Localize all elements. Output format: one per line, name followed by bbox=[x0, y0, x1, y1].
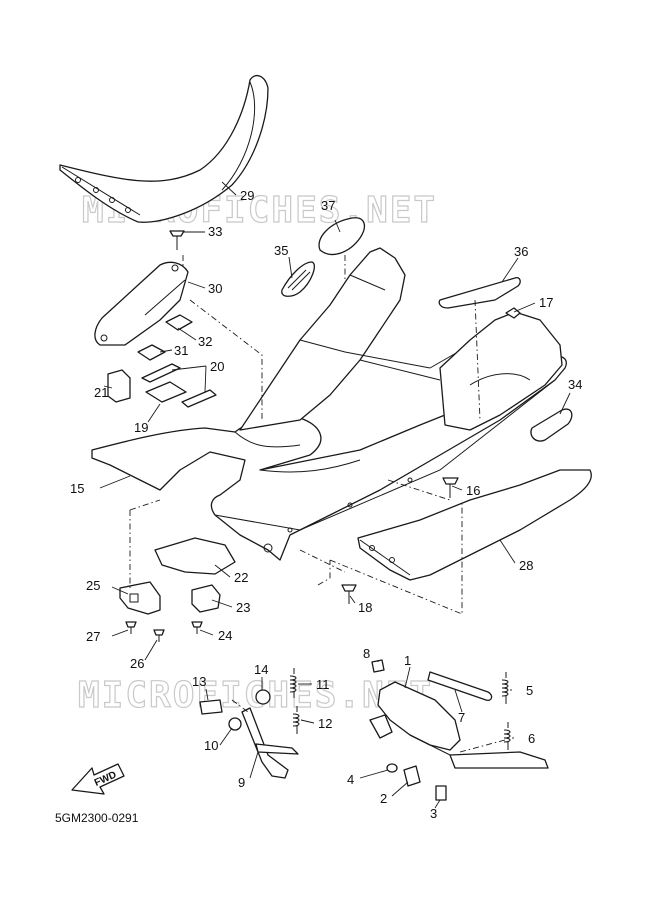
callout-22: 22 bbox=[234, 570, 248, 585]
callout-35: 35 bbox=[274, 243, 288, 258]
callout-28: 28 bbox=[519, 558, 533, 573]
callout-1: 1 bbox=[404, 653, 411, 668]
callout-labels: 29 33 30 32 31 20 19 21 15 37 35 36 17 3… bbox=[70, 188, 582, 821]
callout-18: 18 bbox=[358, 600, 372, 615]
part-20-pad-a[interactable] bbox=[141, 363, 181, 383]
part-36-cover[interactable] bbox=[438, 276, 521, 309]
part-25-hinge[interactable] bbox=[119, 581, 161, 615]
part-14-nut[interactable] bbox=[255, 689, 271, 705]
part-30-bracket[interactable] bbox=[94, 261, 189, 346]
part-1-main-stand[interactable] bbox=[369, 681, 549, 769]
callout-13: 13 bbox=[192, 674, 206, 689]
part-28-lower-cover[interactable] bbox=[357, 469, 592, 581]
callout-27: 27 bbox=[86, 629, 100, 644]
callout-37: 37 bbox=[321, 198, 335, 213]
callout-19: 19 bbox=[134, 420, 148, 435]
callout-25: 25 bbox=[86, 578, 100, 593]
part-31-pad[interactable] bbox=[137, 344, 166, 361]
callout-21: 21 bbox=[94, 385, 108, 400]
part-37-cover[interactable] bbox=[318, 217, 366, 255]
part-18-bolt[interactable] bbox=[341, 584, 357, 604]
part-12-spring[interactable] bbox=[292, 706, 300, 734]
part-5-spring[interactable] bbox=[501, 672, 509, 704]
part-34-reflector[interactable] bbox=[530, 408, 573, 442]
callout-17: 17 bbox=[539, 295, 553, 310]
callout-7: 7 bbox=[458, 710, 465, 725]
part-27-screw[interactable] bbox=[125, 621, 137, 634]
callout-26: 26 bbox=[130, 656, 144, 671]
part-2-collar[interactable] bbox=[403, 765, 421, 787]
callout-30: 30 bbox=[208, 281, 222, 296]
callout-2: 2 bbox=[380, 791, 387, 806]
diagram-code: 5GM2300-0291 bbox=[55, 811, 139, 825]
callout-24: 24 bbox=[218, 628, 232, 643]
callout-12: 12 bbox=[318, 716, 332, 731]
part-35-grille[interactable] bbox=[281, 261, 315, 297]
part-33-screw[interactable] bbox=[169, 230, 185, 250]
callout-6: 6 bbox=[528, 731, 535, 746]
callout-20: 20 bbox=[210, 359, 224, 374]
callout-33: 33 bbox=[208, 224, 222, 239]
callout-36: 36 bbox=[514, 244, 528, 259]
callout-31: 31 bbox=[174, 343, 188, 358]
leader-lines bbox=[99, 181, 571, 809]
part-9-side-stand[interactable] bbox=[241, 707, 299, 779]
callout-10: 10 bbox=[204, 738, 218, 753]
part-24-screw[interactable] bbox=[191, 621, 203, 634]
callout-23: 23 bbox=[236, 600, 250, 615]
watermark-bottom: MICROFICHES.NET bbox=[78, 675, 433, 716]
part-19-pad[interactable] bbox=[145, 381, 187, 403]
part-8-clip[interactable] bbox=[371, 659, 385, 673]
part-3-pin[interactable] bbox=[435, 785, 447, 801]
part-4-washer[interactable] bbox=[386, 763, 398, 773]
part-26-screw[interactable] bbox=[153, 629, 165, 642]
part-22-cover[interactable] bbox=[154, 537, 236, 575]
callout-4: 4 bbox=[347, 772, 354, 787]
part-32-pad[interactable] bbox=[165, 314, 193, 331]
side-panel-right bbox=[439, 311, 563, 431]
callout-5: 5 bbox=[526, 683, 533, 698]
callout-15: 15 bbox=[70, 481, 84, 496]
part-20-pad-b[interactable] bbox=[181, 389, 217, 408]
callout-32: 32 bbox=[198, 334, 212, 349]
callout-3: 3 bbox=[430, 806, 437, 821]
forward-label: FWD bbox=[93, 770, 118, 789]
callout-29: 29 bbox=[240, 188, 254, 203]
callout-16: 16 bbox=[466, 483, 480, 498]
assembly-lines bbox=[129, 255, 506, 753]
callout-14: 14 bbox=[254, 662, 268, 677]
part-11-spring[interactable] bbox=[289, 668, 297, 698]
part-23-lock[interactable] bbox=[191, 584, 221, 613]
forward-arrow-icon: FWD bbox=[71, 763, 125, 795]
part-29-side-cover[interactable] bbox=[59, 74, 269, 223]
part-10-collar[interactable] bbox=[228, 717, 242, 731]
callout-34: 34 bbox=[568, 377, 582, 392]
part-6-spring[interactable] bbox=[503, 722, 511, 750]
part-7-shaft[interactable] bbox=[427, 671, 493, 701]
part-13-bolt[interactable] bbox=[199, 699, 223, 715]
part-21-pad[interactable] bbox=[107, 369, 131, 403]
callout-8: 8 bbox=[363, 646, 370, 661]
callout-9: 9 bbox=[238, 775, 245, 790]
callout-11: 11 bbox=[316, 677, 330, 692]
part-16-bolt[interactable] bbox=[442, 477, 459, 498]
